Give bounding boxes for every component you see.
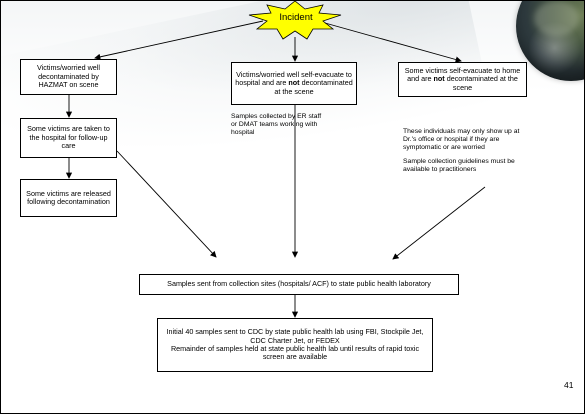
box-cdc-shipping: Initial 40 samples sent to CDC by state … — [157, 318, 433, 372]
arrow-home-to-samples — [392, 186, 486, 260]
arrow-followup-to-samples — [116, 150, 217, 258]
arrow-incident-to-hazmat — [94, 20, 264, 60]
page-number: 41 — [564, 380, 574, 390]
box-taken-to-hospital: Some victims are taken to the hospital f… — [20, 118, 117, 158]
incident-label: Incident — [279, 12, 313, 23]
box-released: Some victims are released following deco… — [20, 179, 117, 217]
incident-starburst — [248, 1, 342, 40]
box-self-evacuate-home: Some victims self-evacuate to home and a… — [398, 62, 527, 97]
box-hazmat-decontaminated: Victims/worried well decontaminated by H… — [20, 59, 117, 95]
arrow-incident-to-home — [324, 22, 462, 63]
box-self-evacuate-hospital: Victims/worried well self-evacuate to ho… — [231, 62, 357, 105]
note-sample-guidelines: Sample collection guidelines must be ava… — [403, 158, 515, 174]
note-may-show-up: These individuals may only show up at Dr… — [403, 128, 520, 152]
note-samples-collected: Samples collected by ER staff or DMAT te… — [231, 113, 322, 137]
box-samples-sent-to-state-lab: Samples sent from collection sites (hosp… — [139, 274, 459, 295]
